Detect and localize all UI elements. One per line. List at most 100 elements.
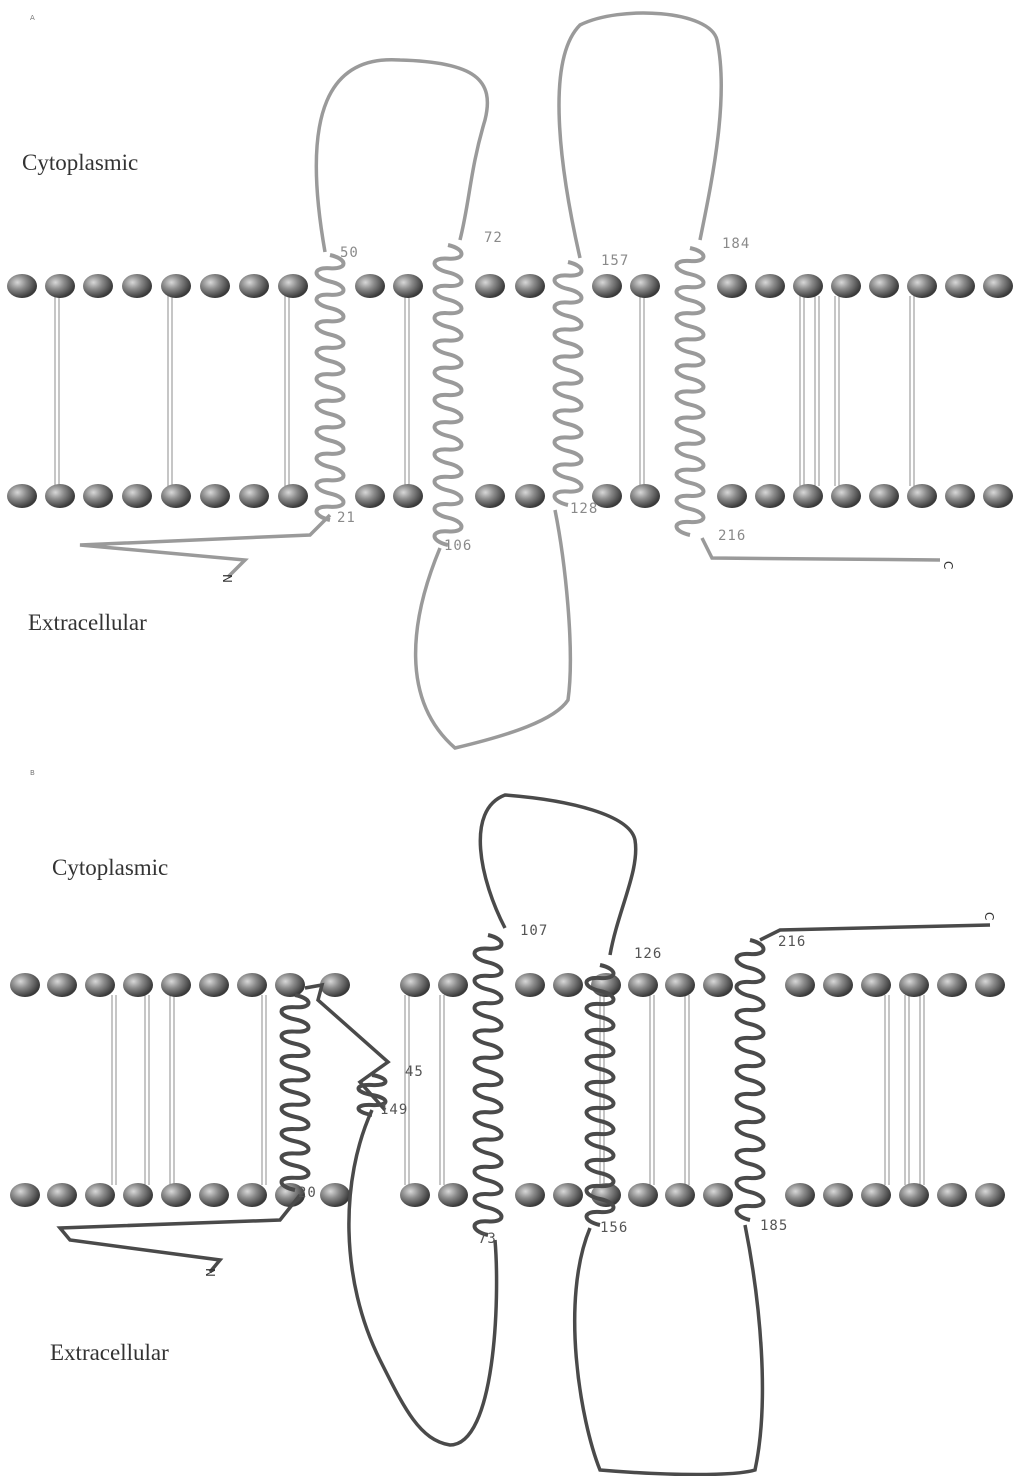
panel-a-n-tail (80, 515, 330, 577)
panel-b-c-terminus: C (982, 912, 996, 920)
panel-a-loop-106-128 (416, 510, 571, 748)
lipid-head-bead (861, 1183, 891, 1207)
lipid-head-bead (122, 274, 152, 298)
lipid-head-bead (7, 484, 37, 508)
lipid-head-bead (10, 973, 40, 997)
lipid-head-bead (438, 1183, 468, 1207)
lipid-head-bead (983, 484, 1013, 508)
panel-b-residue-156: 156 (600, 1220, 628, 1236)
lipid-head-bead (717, 274, 747, 298)
lipid-head-bead (703, 973, 733, 997)
lipid-head-bead (937, 1183, 967, 1207)
panel-a-residue-128: 128 (570, 501, 598, 517)
panel-b-lipid-tails (112, 995, 924, 1185)
panel-a-helix-4 (677, 248, 704, 535)
panel-a-extracellular-label: Extracellular (28, 610, 147, 635)
lipid-head-bead (823, 1183, 853, 1207)
lipid-head-bead (438, 973, 468, 997)
panel-b-cytoplasmic-label: Cytoplasmic (52, 855, 168, 880)
lipid-head-bead (10, 1183, 40, 1207)
lipid-head-bead (785, 1183, 815, 1207)
panel-a-residue-106: 106 (444, 538, 472, 554)
lipid-head-bead (122, 484, 152, 508)
lipid-head-bead (630, 484, 660, 508)
lipid-head-bead (665, 1183, 695, 1207)
lipid-head-bead (945, 274, 975, 298)
lipid-head-bead (123, 973, 153, 997)
lipid-head-bead (355, 274, 385, 298)
lipid-head-bead (320, 973, 350, 997)
panel-b-loop-49-73 (349, 1110, 497, 1445)
lipid-head-bead (393, 274, 423, 298)
lipid-head-bead (831, 274, 861, 298)
lipid-head-bead (515, 274, 545, 298)
lipid-head-bead (785, 973, 815, 997)
lipid-head-bead (200, 274, 230, 298)
panel-a-letter: A (30, 14, 35, 22)
lipid-head-bead (83, 484, 113, 508)
panel-b-n-terminus: N (203, 1268, 217, 1277)
lipid-head-bead (45, 274, 75, 298)
lipid-head-bead (793, 274, 823, 298)
panel-b: B Cytoplasmic Extracellular 107 126 216 (10, 769, 1005, 1475)
lipid-head-bead (400, 1183, 430, 1207)
panel-a-chain (80, 13, 940, 748)
panel-a-helix-3 (555, 262, 582, 505)
lipid-head-bead (703, 1183, 733, 1207)
lipid-head-bead (755, 484, 785, 508)
panel-a-loop-157-184 (559, 13, 721, 258)
panel-a-helix-2 (435, 245, 462, 545)
lipid-head-bead (161, 484, 191, 508)
lipid-head-bead (945, 484, 975, 508)
lipid-head-bead (755, 274, 785, 298)
lipid-head-bead (975, 973, 1005, 997)
lipid-head-bead (869, 484, 899, 508)
lipid-head-bead (237, 973, 267, 997)
lipid-head-bead (199, 973, 229, 997)
panel-b-residue-73: 73 (478, 1231, 497, 1247)
panel-a-residue-50: 50 (340, 245, 359, 261)
panel-a-residue-157: 157 (601, 253, 629, 269)
lipid-head-bead (983, 274, 1013, 298)
panel-a-residue-72: 72 (484, 230, 503, 246)
panel-a-residue-216: 216 (718, 528, 746, 544)
lipid-head-bead (278, 274, 308, 298)
lipid-head-bead (630, 274, 660, 298)
lipid-head-bead (975, 1183, 1005, 1207)
lipid-head-bead (161, 973, 191, 997)
panel-b-residue-20: 20 (298, 1185, 317, 1201)
lipid-head-bead (937, 973, 967, 997)
lipid-head-bead (320, 1183, 350, 1207)
panel-b-loop-107-126 (480, 795, 635, 955)
panel-a-lipid-tails (55, 296, 914, 486)
lipid-head-bead (861, 973, 891, 997)
lipid-head-bead (275, 973, 305, 997)
panel-a-loop-50-72 (316, 60, 487, 252)
lipid-head-bead (83, 274, 113, 298)
lipid-head-bead (47, 973, 77, 997)
lipid-head-bead (665, 973, 695, 997)
lipid-head-bead (45, 484, 75, 508)
lipid-head-bead (907, 484, 937, 508)
lipid-head-bead (515, 973, 545, 997)
lipid-head-bead (475, 484, 505, 508)
panel-a-lipid-heads (7, 274, 1013, 508)
lipid-head-bead (400, 973, 430, 997)
lipid-head-bead (717, 484, 747, 508)
panel-b-residue-185: 185 (760, 1218, 788, 1234)
lipid-head-bead (200, 484, 230, 508)
lipid-head-bead (7, 274, 37, 298)
lipid-head-bead (239, 484, 269, 508)
panel-b-helix-3 (587, 965, 614, 1225)
panel-a-cytoplasmic-label: Cytoplasmic (22, 150, 138, 175)
panel-a-residue-21: 21 (337, 510, 356, 526)
panel-a-c-terminus: C (941, 561, 955, 569)
lipid-head-bead (239, 274, 269, 298)
lipid-head-bead (161, 1183, 191, 1207)
lipid-head-bead (899, 1183, 929, 1207)
lipid-head-bead (199, 1183, 229, 1207)
lipid-head-bead (393, 484, 423, 508)
panel-b-residue-216: 216 (778, 934, 806, 950)
lipid-head-bead (515, 484, 545, 508)
